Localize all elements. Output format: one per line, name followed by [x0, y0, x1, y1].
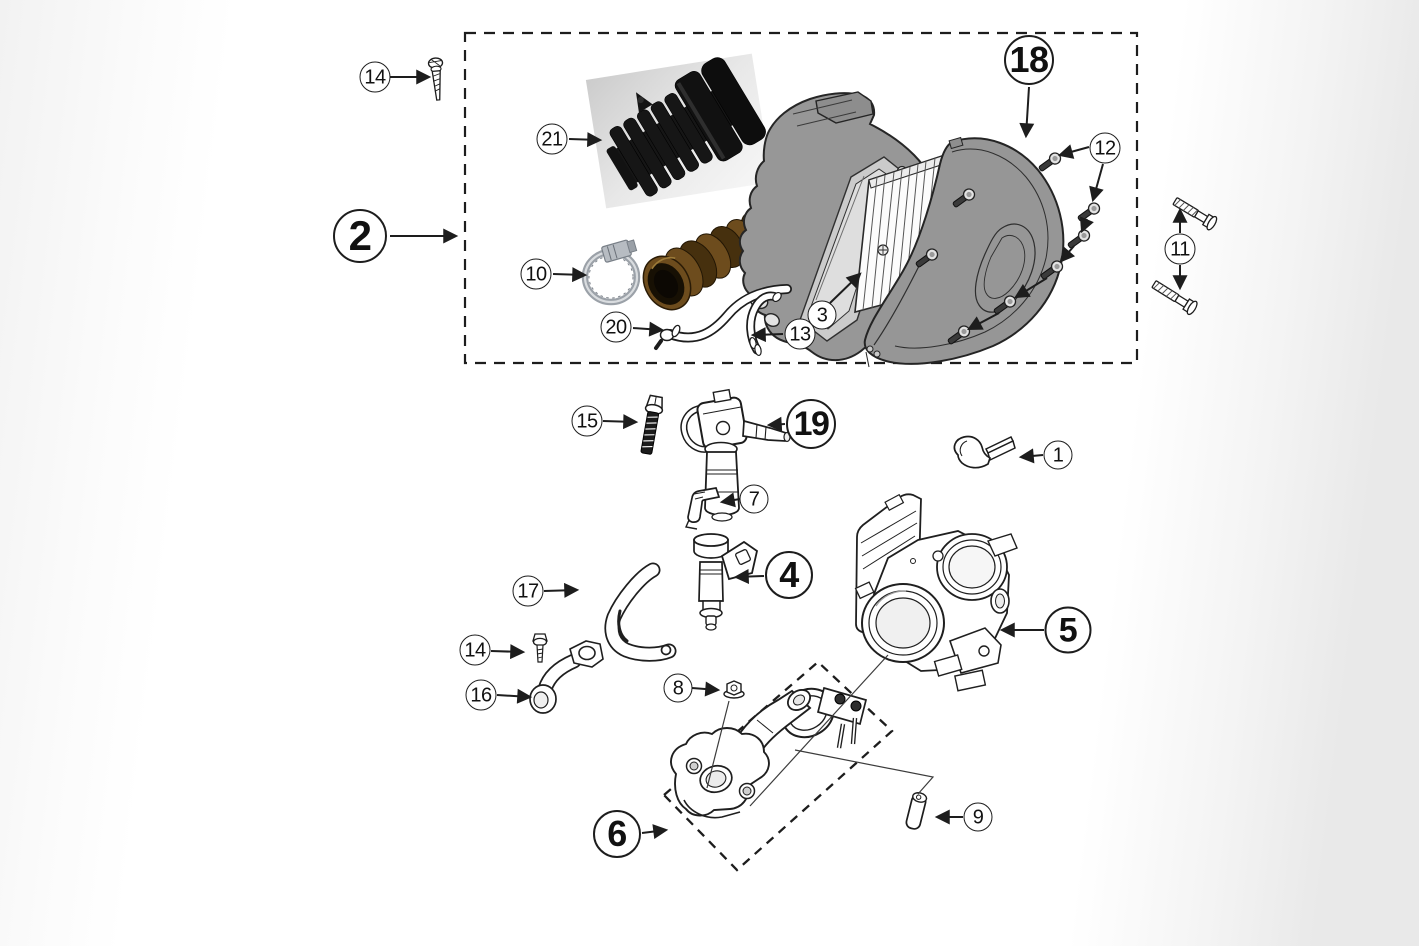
callout-arrows [390, 69, 1188, 840]
retaining-clip-drawing [685, 487, 721, 530]
callout-20-vent-hose: 20 [600, 311, 632, 343]
callout-8-flange-nut: 8 [663, 673, 693, 703]
callout-21-intake-duct: 21 [536, 123, 568, 155]
tapping-screw-drawing [427, 57, 444, 101]
callout-6-manifold-group: 6 [593, 810, 641, 858]
callout-18-cover: 18 [1004, 35, 1054, 85]
callout-3-filter-element: 3 [807, 300, 837, 330]
callout-12-cover-screws: 12 [1089, 132, 1121, 164]
callout-2-air-cleaner-group: 2 [333, 209, 387, 263]
callout-5-throttle-body: 5 [1044, 606, 1092, 654]
leader-lines [706, 654, 935, 807]
callout-10-hose-clamp: 10 [520, 258, 552, 290]
pressure-regulator-drawing [680, 388, 791, 522]
callout-1-spring-clip: 1 [1043, 440, 1073, 470]
callout-9-spacer-pin: 9 [963, 802, 993, 832]
callout-14-tapping-screw: 14 [359, 61, 391, 93]
flange-bolt-drawing [640, 394, 664, 455]
callout-15-flange-bolt: 15 [571, 405, 603, 437]
callout-16-support-bracket: 16 [465, 679, 497, 711]
support-bracket-drawing [529, 640, 604, 714]
callout-7-retaining-clip: 7 [739, 484, 769, 514]
spacer-pin-drawing [905, 792, 928, 830]
callout-17-support-stay: 17 [512, 575, 544, 607]
callout-4-fuel-injector: 4 [765, 551, 813, 599]
intake-bellows-duct-photo [585, 53, 773, 209]
vent-hose-drawing [654, 284, 792, 350]
intake-manifold-drawing [670, 686, 868, 819]
fuel-injector-drawing [693, 533, 759, 631]
callout-19-regulator: 19 [786, 399, 836, 449]
hose-clamp-photo [581, 239, 641, 306]
callout-14-flange-screw: 14 [459, 634, 491, 666]
group-2-dashed-box [463, 31, 1139, 365]
mounting-bolts-drawing [1151, 197, 1218, 316]
spring-clip-drawing [953, 435, 1016, 469]
flange-nut-drawing [723, 680, 745, 699]
flange-screw-drawing [532, 633, 548, 663]
support-stay-drawing [604, 562, 677, 662]
throttle-body-drawing [854, 493, 1018, 692]
callout-11-mounting-bolts: 11 [1164, 233, 1196, 265]
